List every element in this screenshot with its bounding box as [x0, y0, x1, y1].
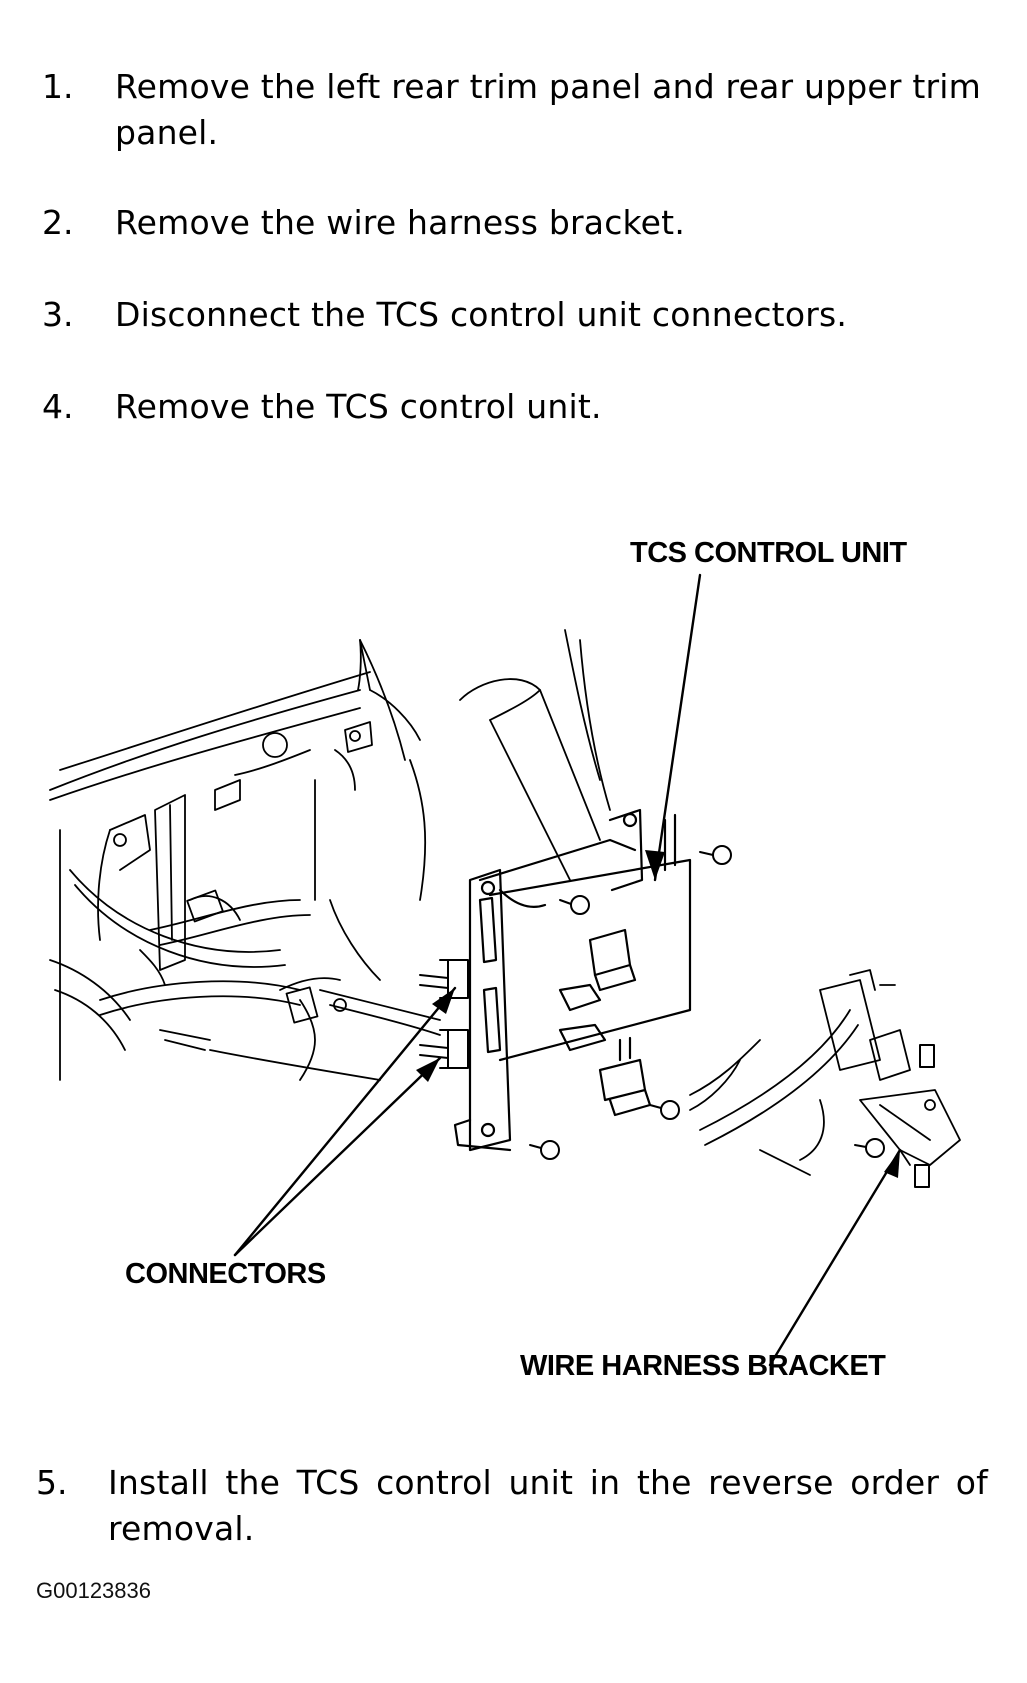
tcs-unit-body	[453, 808, 692, 1152]
step-number: 3.	[42, 295, 74, 334]
step-text: Remove the left rear trim panel and rear…	[115, 67, 981, 152]
step-number: 2.	[42, 203, 74, 242]
bolt-icons	[529, 845, 935, 1188]
step-number: 1.	[42, 67, 74, 106]
label-tcs-control-unit: TCS CONTROL UNIT	[630, 537, 907, 569]
connector-shapes	[419, 959, 469, 1069]
step-number: 4.	[42, 387, 74, 426]
step-text: Disconnect the TCS control unit connecto…	[115, 295, 848, 334]
step-text: Install the TCS control unit in the reve…	[108, 1463, 988, 1548]
wire-harness-right	[689, 969, 961, 1176]
seat-belt-trim	[459, 629, 611, 881]
arrowheads	[416, 850, 900, 1178]
leader-lines	[233, 573, 902, 1367]
body-panel-lines	[49, 639, 427, 1081]
step-number: 5.	[36, 1463, 68, 1502]
label-connectors: CONNECTORS	[125, 1258, 326, 1290]
step-text: Remove the TCS control unit.	[115, 387, 602, 426]
figure-id: G00123836	[36, 1578, 151, 1603]
wire-harness-left	[49, 869, 441, 1081]
label-wire-harness-bracket: WIRE HARNESS BRACKET	[520, 1350, 886, 1382]
step-text: Remove the wire harness bracket.	[115, 203, 686, 242]
